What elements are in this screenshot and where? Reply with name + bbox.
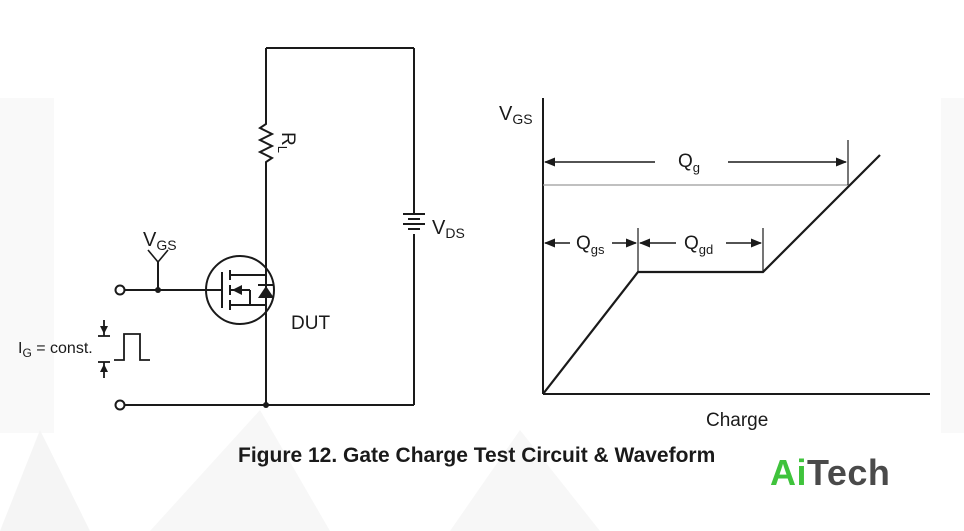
gate-junction-dot (155, 287, 161, 293)
body-diode (258, 286, 274, 298)
ground-terminal (114, 399, 126, 411)
qg-label: Qg (678, 151, 700, 175)
load-resistor (257, 118, 275, 168)
x-axis-label: Charge (706, 410, 768, 431)
qgd-label: Qgd (684, 233, 713, 257)
ig-arrow-down (100, 326, 108, 334)
figure-caption: Figure 12. Gate Charge Test Circuit & Wa… (238, 444, 716, 467)
gate-terminal (114, 284, 126, 296)
mosfet-dut (205, 255, 275, 325)
y-axis-label: VGS (499, 103, 533, 127)
vds-label: VDS (432, 217, 465, 241)
ig-arrow-up (100, 364, 108, 372)
ig-label: IG = const. (18, 340, 93, 360)
source-junction-dot (263, 402, 269, 408)
vgs-curve (542, 154, 881, 395)
mosfet-arrow (232, 285, 242, 295)
waveform-markers (637, 140, 849, 272)
vgs-probe-label: VGS (143, 229, 177, 253)
vgs-probe-fork (147, 249, 169, 264)
waveform-axes (542, 98, 930, 395)
brand-logo-part2: Tech (807, 452, 891, 493)
brand-logo-part1: Ai (770, 452, 807, 493)
brand-logo: AiTech (770, 452, 890, 494)
dut-label: DUT (291, 313, 330, 334)
test-circuit (124, 47, 415, 406)
rl-label: RL (275, 132, 298, 153)
vds-battery (403, 213, 425, 230)
qgs-label: Qgs (576, 233, 605, 257)
